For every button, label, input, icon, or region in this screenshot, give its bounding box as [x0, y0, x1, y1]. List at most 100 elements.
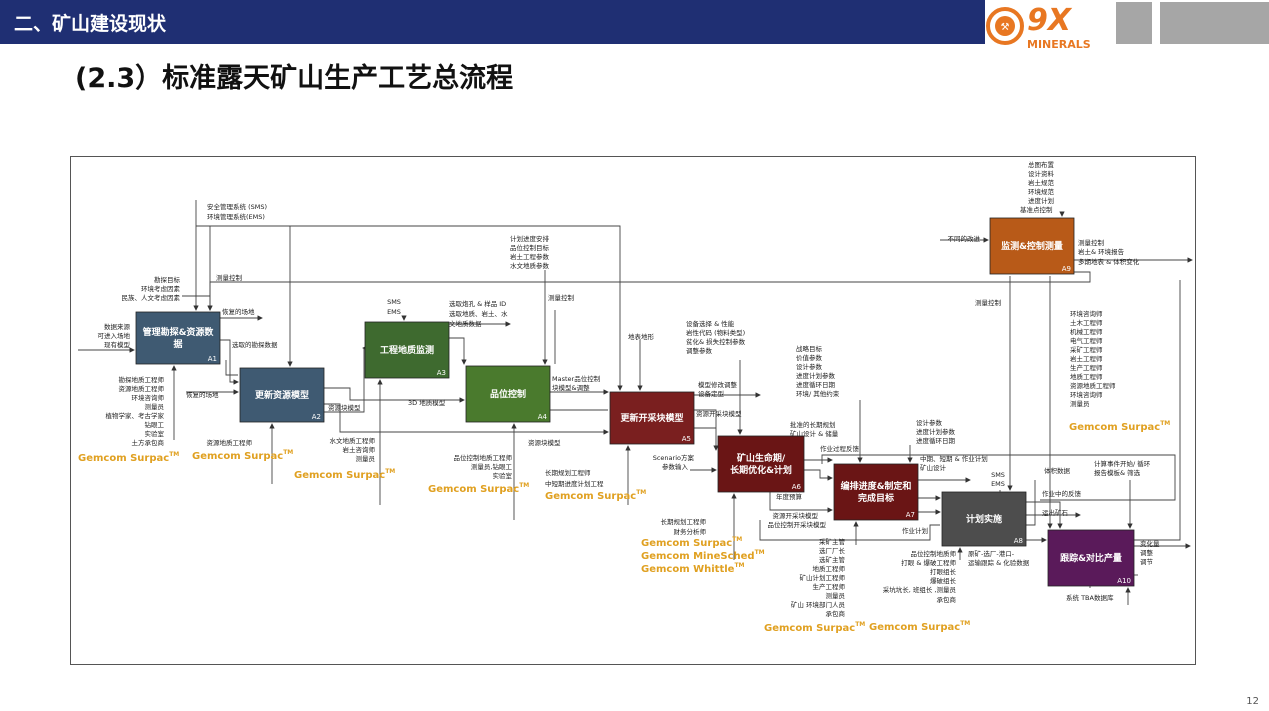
flow-label: 战略目标 [796, 344, 823, 353]
flow-label: 环境咨询师 [132, 393, 165, 402]
flow-label: SMS [387, 298, 401, 306]
process-box-tag: A7 [906, 511, 915, 519]
flow-label: 选矿主管 [819, 555, 846, 564]
process-box-tag: A8 [1014, 537, 1023, 545]
flow-label: 电气工程师 [1070, 336, 1103, 345]
flow-label: 测量控制 [216, 273, 243, 282]
flow-label: 岩土工程参数 [510, 252, 550, 261]
process-box-label: 据 [173, 338, 182, 350]
flow-label: 可进入场地 [98, 331, 131, 340]
flow-label: 岩土咨询师 [343, 445, 376, 454]
flow-label: 测量员 [145, 403, 165, 411]
flow-label: 机械工程师 [1070, 327, 1103, 336]
flow-label: 品位控制开采块模型 [768, 520, 827, 529]
process-box-label: 品位控制 [490, 388, 526, 400]
flow-label: 环境咨询师 [1070, 309, 1103, 318]
flow-label: 采矿工程师 [1070, 345, 1103, 354]
flow-label: 爆破组长 [930, 576, 957, 585]
software-tool-label: Gemcom SurpacTM [764, 621, 865, 634]
software-tool-label: Gemcom SurpacTM [428, 482, 529, 495]
flow-label: 实验室 [493, 471, 513, 480]
software-tool-label: Gemcom SurpacTM [294, 468, 395, 481]
flow-label: 采矿主管 [819, 537, 846, 546]
flow-label: 长期规划工程师 [545, 468, 591, 477]
flow-label: 价值参数 [796, 353, 823, 362]
process-box-a10: 跟踪&对比产量 A10 [1047, 529, 1135, 587]
flow-label: 矿山设计 & 储量 [790, 429, 839, 438]
svg-text:⚒: ⚒ [1001, 22, 1010, 33]
flow-label: 资源块模型 [528, 438, 561, 447]
flow-label: 运出矿石 [1042, 508, 1069, 517]
flow-label: 变化量 [1140, 539, 1160, 548]
flow-label: 生产工程师 [813, 582, 846, 591]
flow-label: 打眼 & 爆破工程师 [901, 558, 956, 567]
flow-label: 运输跟踪 & 化验数据 [968, 558, 1030, 567]
flow-label: 承包商 [826, 609, 846, 618]
flow-label: 打眼组长 [930, 567, 957, 576]
flow-label: 品位控制目标 [510, 243, 550, 252]
flow-label: 基准点控制 [1020, 205, 1053, 214]
flow-label: 系统 TBA数据库 [1066, 593, 1114, 602]
flow-label: 测量员,钻眼工 [471, 462, 513, 471]
flow-label: 植物学家、考古学家 [106, 411, 165, 420]
flow-label: 钻眼工 [145, 420, 165, 429]
software-tool-label: Gemcom SurpacTM [869, 620, 970, 633]
software-tool-labels: Gemcom SurpacTM Gemcom SurpacTM Gemcom Sur… [78, 420, 1170, 634]
flow-label: 多期地表 & 体积变化 [1078, 257, 1140, 266]
flow-label: 恢复的场地 [222, 307, 255, 316]
flow-label: 采坑坑长, 班组长 ,测量员 [883, 585, 957, 594]
software-tool-label: Gemcom MineSchedTM [641, 549, 765, 562]
flow-label: 地质工程师 [1070, 372, 1103, 381]
flow-label: 勘探地质工程师 [119, 375, 165, 384]
flow-label: 品位控制地质工程师 [454, 453, 513, 462]
flow-label: 水文地质工程师 [330, 436, 376, 445]
flow-label: 土木工程师 [1070, 318, 1103, 327]
flow-label: 测量员 [1070, 400, 1090, 408]
software-tool-label: Gemcom SurpacTM [78, 451, 179, 464]
flow-label: 矿山设计 [920, 463, 947, 472]
flow-label: 进度计划 [1028, 196, 1054, 205]
header-gray-block-1 [1116, 2, 1152, 44]
flow-label: 报告模板& 筛选 [1094, 468, 1141, 477]
flow-label: 现有模型 [104, 340, 131, 349]
flow-label: 选取的勘探数据 [232, 340, 278, 349]
flow-label: 实验室 [145, 429, 165, 438]
process-box-tag: A1 [208, 355, 217, 363]
flow-label: EMS [387, 308, 401, 316]
flow-label: 设备定型 [698, 389, 725, 398]
flow-label: 计算事件开始/ 循环 [1094, 459, 1151, 468]
flow-label: 资源地质工程师 [207, 438, 253, 447]
flow-label: 民族、人文考虑因素 [122, 293, 181, 302]
flow-label: 数据来源 [104, 322, 131, 331]
flow-label: SMS [991, 471, 1005, 479]
flow-label: 设计资料 [1028, 169, 1055, 178]
process-box-tag: A3 [437, 369, 446, 377]
flow-label: 选取炮孔 & 样品 ID [449, 299, 506, 308]
flow-label: 中期、短期 & 作业计划 [920, 454, 988, 463]
process-box-tag: A10 [1117, 577, 1131, 585]
flow-label: 资源开采块模型 [696, 409, 742, 418]
flow-label: 调整参数 [686, 346, 713, 355]
page-title: (2.3）标准露天矿山生产工艺总流程 [75, 63, 514, 94]
flow-label: Scenario方案 [653, 453, 695, 462]
process-box-tag: A9 [1062, 265, 1071, 273]
flow-label: 勘探目标 [154, 275, 181, 284]
flow-label: 选取地质、岩土、水 [449, 309, 508, 318]
header-gray-block-2 [1160, 2, 1269, 44]
process-box-label: 矿山生命期/ [737, 452, 786, 464]
flow-label: 贫化& 损失控制参数 [686, 337, 746, 346]
flow-label: 作业计划 [902, 526, 928, 535]
logo-text: 9X [1027, 3, 1073, 38]
flow-label: 矿山计划工程师 [800, 573, 846, 582]
diagram-frame [70, 156, 1196, 665]
header-bar: 二、矿山建设现状 [0, 0, 985, 44]
flow-label: 进度计划参数 [796, 371, 836, 380]
process-box-label: 跟踪&对比产量 [1060, 552, 1122, 564]
flow-label: 测量控制 [975, 298, 1002, 307]
process-box-label: 监测&控制测量 [1001, 240, 1063, 252]
